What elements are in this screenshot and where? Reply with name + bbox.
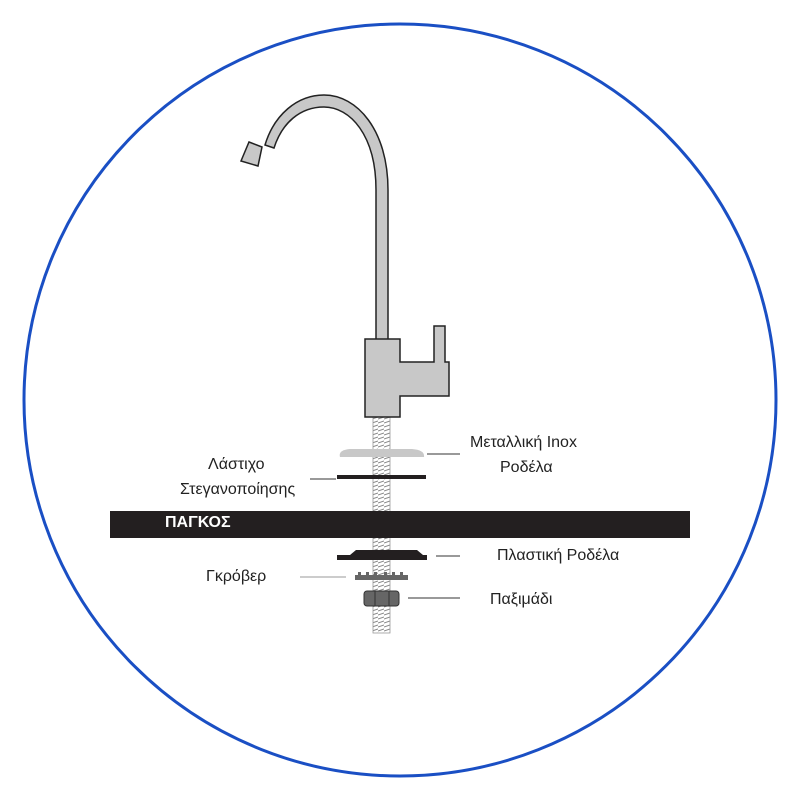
grover-washer bbox=[355, 572, 408, 580]
counter-top bbox=[110, 511, 690, 538]
border-circle bbox=[22, 22, 778, 778]
leader-lines bbox=[300, 453, 460, 599]
metal-washer bbox=[339, 449, 425, 457]
plastic-washer bbox=[337, 550, 427, 560]
nut bbox=[363, 590, 400, 607]
label-metal-washer-line2: Ροδέλα bbox=[500, 459, 553, 476]
label-rubber-line2: Στεγανοποίησης bbox=[180, 481, 296, 498]
faucet bbox=[239, 94, 450, 418]
label-metal-washer-line1: Μεταλλική Inox bbox=[470, 434, 577, 451]
label-grover: Γκρόβερ bbox=[206, 568, 267, 585]
rubber-gasket bbox=[337, 475, 426, 479]
label-counter: ΠΑΓΚΟΣ bbox=[165, 514, 231, 531]
label-nut: Παξιμάδι bbox=[490, 591, 553, 608]
label-rubber-line1: Λάστιχο bbox=[208, 456, 265, 473]
label-plastic-washer: Πλαστική Ροδέλα bbox=[497, 547, 620, 564]
